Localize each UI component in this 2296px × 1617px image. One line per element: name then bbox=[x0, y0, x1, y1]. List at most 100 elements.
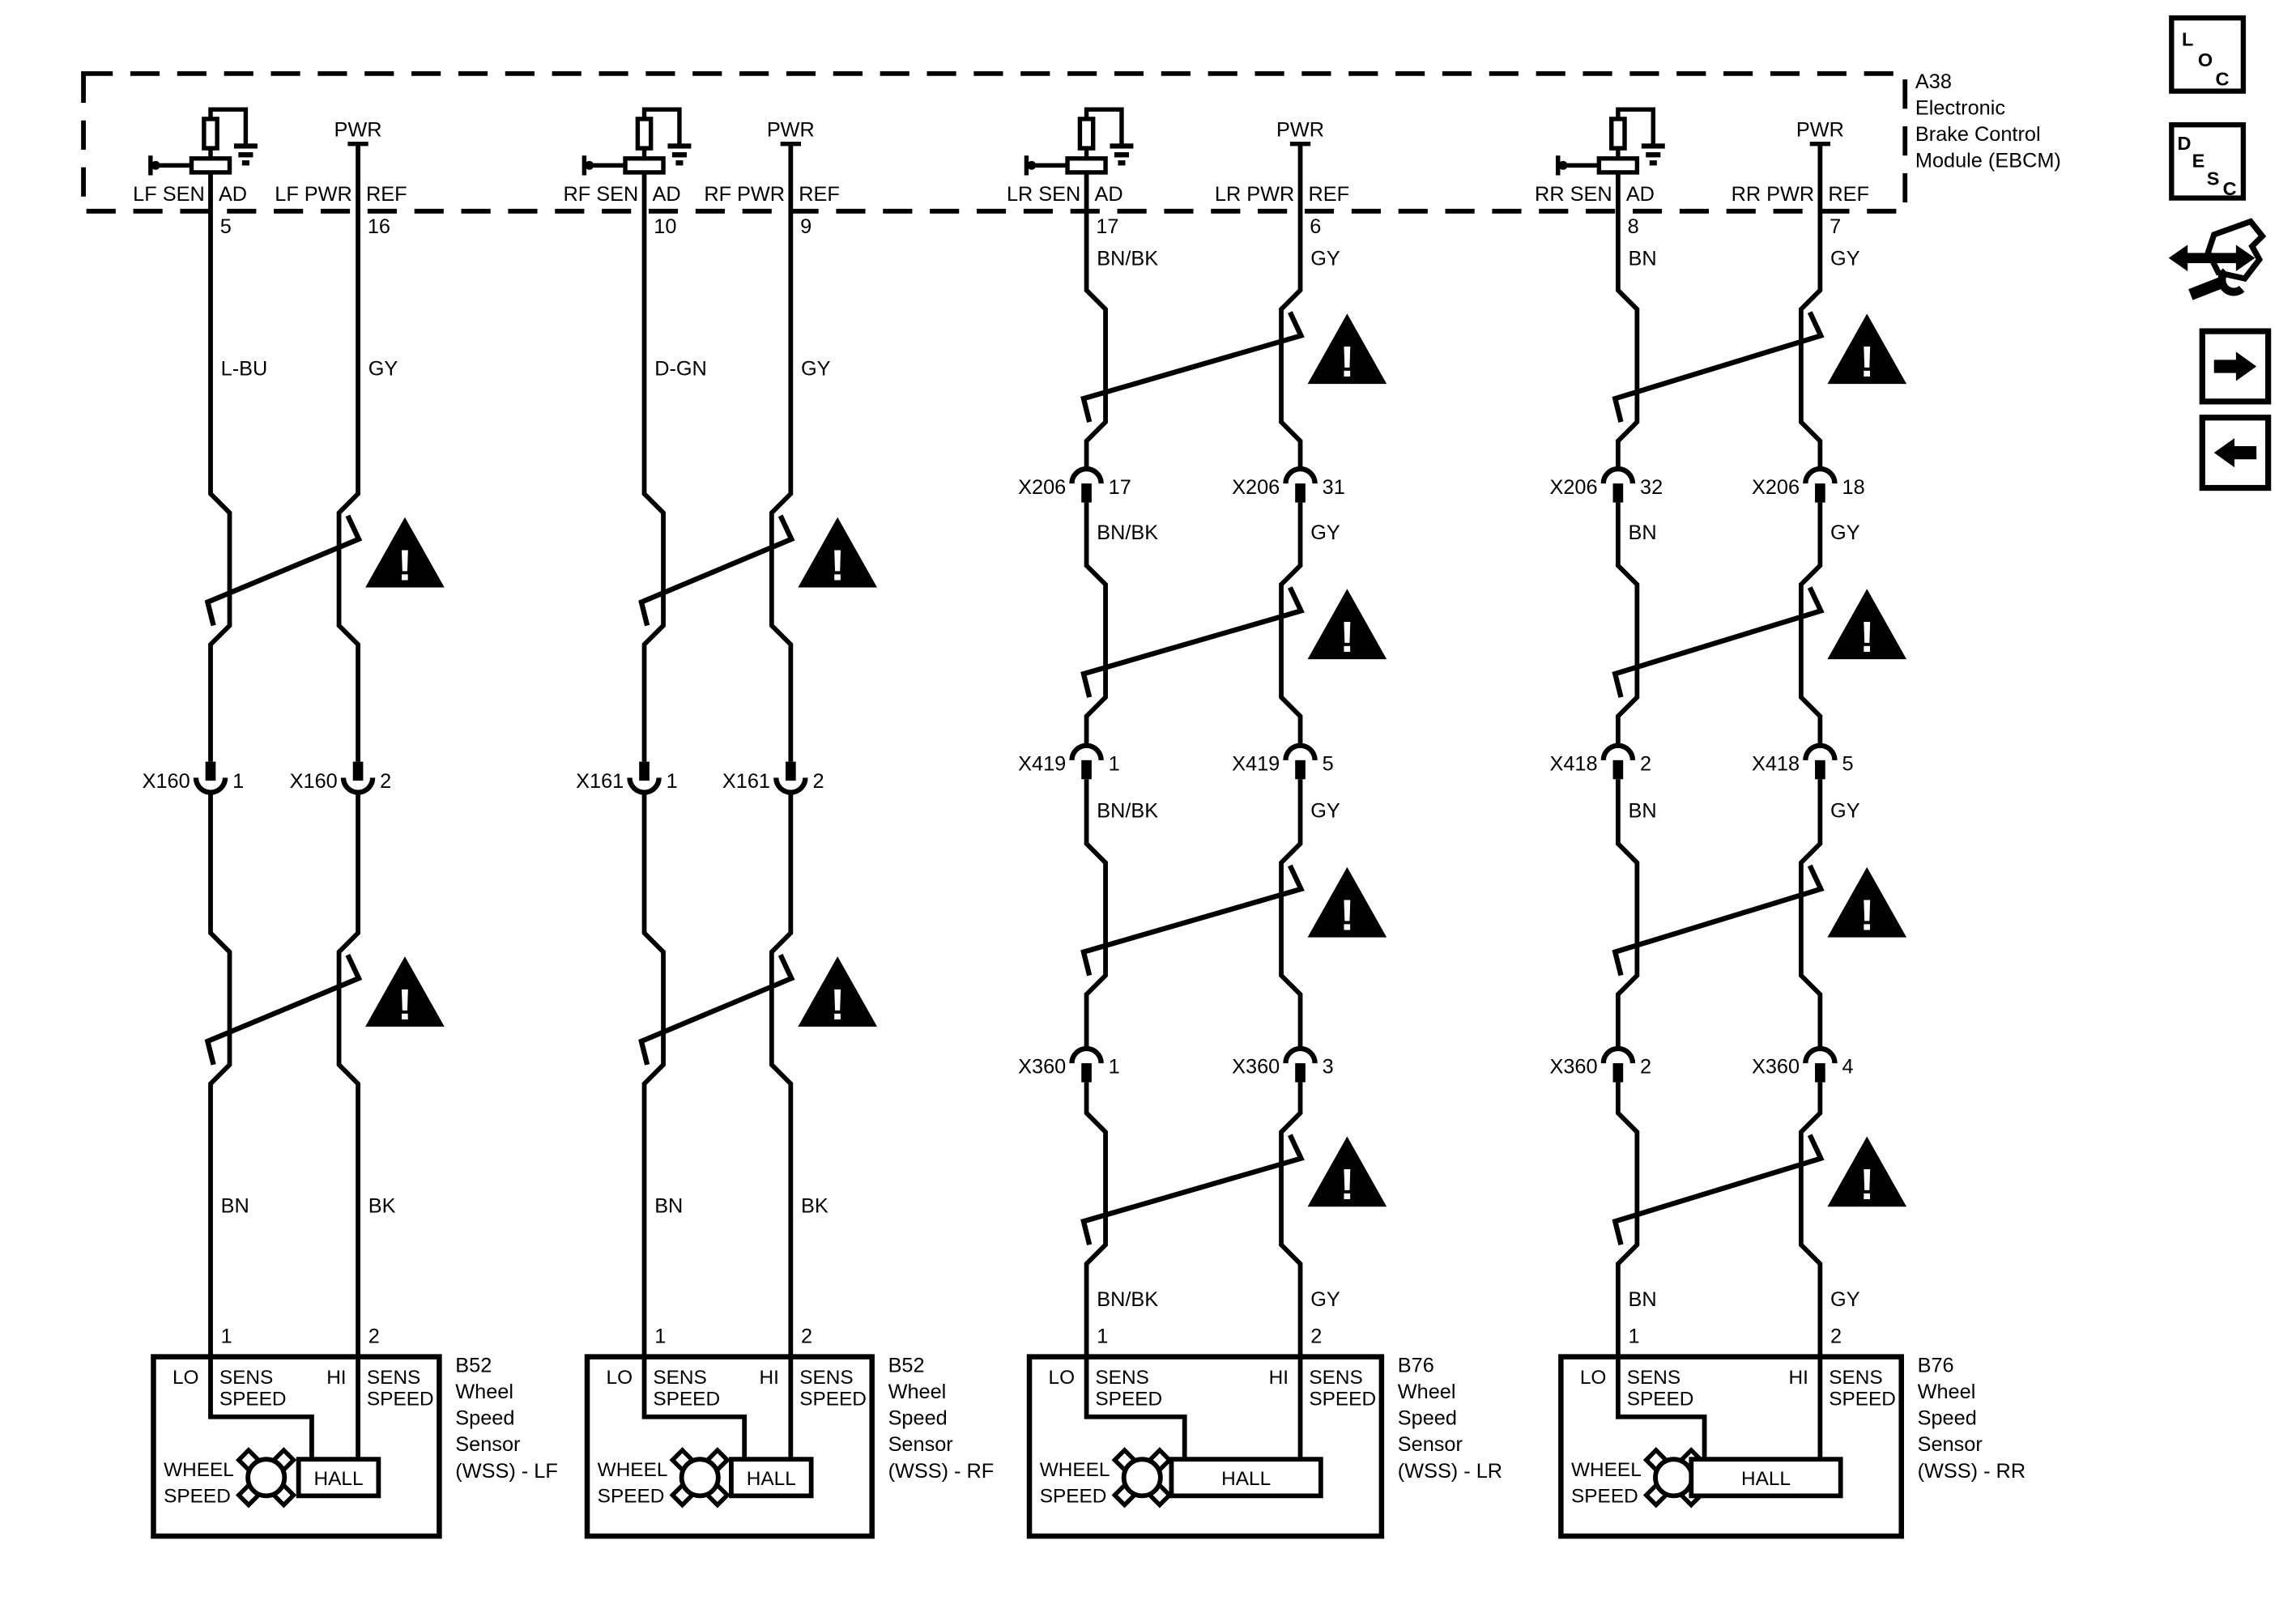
hall-label: HALL bbox=[747, 1468, 796, 1490]
connector-name: X418 bbox=[1752, 752, 1800, 775]
warning-triangle bbox=[1827, 866, 1907, 938]
wire-lr-ref bbox=[1279, 502, 1303, 746]
wheel-speed-sensor-box bbox=[1558, 1354, 1904, 1539]
desc-letter: C bbox=[2223, 178, 2237, 199]
terminal-label: SENS bbox=[219, 1367, 273, 1389]
twisted-pair-cross bbox=[204, 514, 363, 627]
terminal-label: SPEED bbox=[1309, 1388, 1376, 1410]
connector-name: X360 bbox=[1232, 1056, 1280, 1079]
pwr-label: PWR bbox=[334, 119, 382, 142]
terminal-label: HI bbox=[1789, 1367, 1808, 1389]
connector-pin-number: 32 bbox=[1640, 476, 1663, 499]
column-rf: ! ! D-GN GY X161 1 X161 2 BN BK 1 2 LO S… bbox=[576, 143, 995, 1539]
component-pin-number: 2 bbox=[368, 1325, 380, 1347]
twisted-pair-cross bbox=[1612, 1134, 1825, 1246]
probe-dot bbox=[151, 160, 160, 170]
resistor-link bbox=[1616, 107, 1655, 147]
wire-color-label: GY bbox=[368, 357, 398, 380]
warning-mark: ! bbox=[398, 981, 412, 1029]
connector-socket bbox=[1803, 743, 1838, 761]
connector-pin bbox=[352, 761, 364, 781]
wheel-speed-sensor-box bbox=[151, 1354, 442, 1539]
connector-pin-number: 2 bbox=[1640, 752, 1651, 775]
warning-triangle bbox=[1827, 1136, 1907, 1207]
pin-function-label: REF bbox=[366, 183, 407, 206]
connector-socket bbox=[1069, 1045, 1104, 1064]
ground-bars bbox=[1641, 143, 1665, 166]
connector-pin bbox=[1815, 760, 1825, 780]
connector-name: X419 bbox=[1018, 752, 1066, 775]
wheel-gear-icon bbox=[235, 1447, 297, 1508]
warning-triangle-icon: ! bbox=[1827, 589, 1907, 662]
wheel-speed-label: WHEEL bbox=[598, 1459, 668, 1481]
connector-name: X160 bbox=[143, 770, 190, 793]
hall-label: HALL bbox=[1741, 1468, 1791, 1490]
wheel-speed-label: WHEEL bbox=[1040, 1459, 1110, 1481]
connector-socket bbox=[1069, 743, 1104, 761]
warning-triangle bbox=[1307, 866, 1387, 938]
connector-pin-number: 2 bbox=[380, 770, 391, 793]
wire-color-label: BN/BK bbox=[1097, 799, 1158, 822]
connector-socket bbox=[1600, 743, 1636, 761]
resistor-link bbox=[208, 107, 249, 147]
component-label-line: Speed bbox=[455, 1407, 514, 1430]
warning-mark: ! bbox=[830, 981, 845, 1029]
connector-socket bbox=[1283, 466, 1318, 484]
component-label-line: B76 bbox=[1398, 1355, 1434, 1377]
terminal-label: HI bbox=[1269, 1367, 1289, 1389]
loc-button-frame[interactable] bbox=[2169, 15, 2247, 94]
component-label: B76 Wheel Speed Sensor (WSS) - RR bbox=[1918, 1355, 2026, 1483]
twisted-pair-cross bbox=[204, 953, 363, 1066]
desc-button[interactable]: D E S C bbox=[2169, 121, 2247, 201]
connector-socket bbox=[1283, 1045, 1318, 1064]
connector-pin bbox=[1612, 483, 1624, 503]
desc-letter: D bbox=[2178, 133, 2192, 154]
component-pin-number: 2 bbox=[1310, 1325, 1322, 1347]
connector-symbol: X160 1 bbox=[143, 761, 244, 795]
hall-element-box bbox=[1169, 1457, 1323, 1499]
terminal-label: SENS bbox=[799, 1367, 853, 1389]
resistor-link bbox=[1084, 107, 1124, 147]
warning-triangle-icon: ! bbox=[1827, 866, 1907, 940]
component-label: B52 Wheel Speed Sensor (WSS) - RF bbox=[888, 1355, 995, 1483]
desc-letter: S bbox=[2207, 168, 2220, 189]
component-label-line: Sensor bbox=[1918, 1433, 1983, 1456]
resistor-link bbox=[641, 107, 682, 147]
wire-color-label: GY bbox=[1830, 1288, 1860, 1311]
ebcm-channel-lf: PWR LF SEN AD LF PWR REF 5 16 bbox=[133, 107, 407, 238]
connector-symbol: X360 3 bbox=[1232, 1045, 1334, 1083]
wrench-head bbox=[2217, 268, 2245, 296]
pin-function-label: AD bbox=[1626, 183, 1655, 206]
component-label-line: (WSS) - LR bbox=[1398, 1460, 1502, 1483]
wire-color-label: BN/BK bbox=[1097, 521, 1158, 544]
previous-page-button[interactable] bbox=[2199, 415, 2272, 491]
next-page-button[interactable] bbox=[2199, 328, 2272, 405]
terminal-label: SPEED bbox=[1829, 1388, 1896, 1410]
pin-function-label: RR PWR bbox=[1732, 183, 1815, 206]
wire-color-label: BN bbox=[1629, 1288, 1657, 1311]
terminal-label: SENS bbox=[653, 1367, 706, 1389]
hall-label: HALL bbox=[1221, 1468, 1271, 1490]
pin-number: 9 bbox=[800, 215, 811, 238]
module-label-line: Brake Control bbox=[1915, 123, 2041, 146]
wire-lr-sen bbox=[1084, 779, 1108, 1049]
terminal-label: SENS bbox=[1095, 1367, 1148, 1389]
sensor-element bbox=[1065, 156, 1108, 175]
wrench-arrow-icon[interactable] bbox=[2168, 218, 2267, 300]
connector-pin bbox=[1295, 760, 1306, 780]
warning-triangle bbox=[1307, 313, 1387, 385]
pwr-label: PWR bbox=[1276, 119, 1324, 142]
component-label-line: Wheel bbox=[888, 1381, 947, 1403]
connector-name: X206 bbox=[1549, 476, 1597, 499]
wire-lf-sen bbox=[208, 792, 314, 1460]
sensor-element bbox=[189, 156, 232, 175]
warning-triangle-icon: ! bbox=[798, 517, 878, 589]
wire-lr-ref bbox=[1279, 143, 1303, 470]
pin-function-label: RR SEN bbox=[1535, 183, 1612, 206]
wheel-speed-label: SPEED bbox=[164, 1486, 231, 1508]
resistor-icon bbox=[202, 117, 219, 151]
wire-color-label: GY bbox=[1310, 521, 1340, 544]
desc-button-frame[interactable] bbox=[2169, 121, 2247, 201]
loc-button[interactable]: L O C bbox=[2169, 15, 2247, 94]
